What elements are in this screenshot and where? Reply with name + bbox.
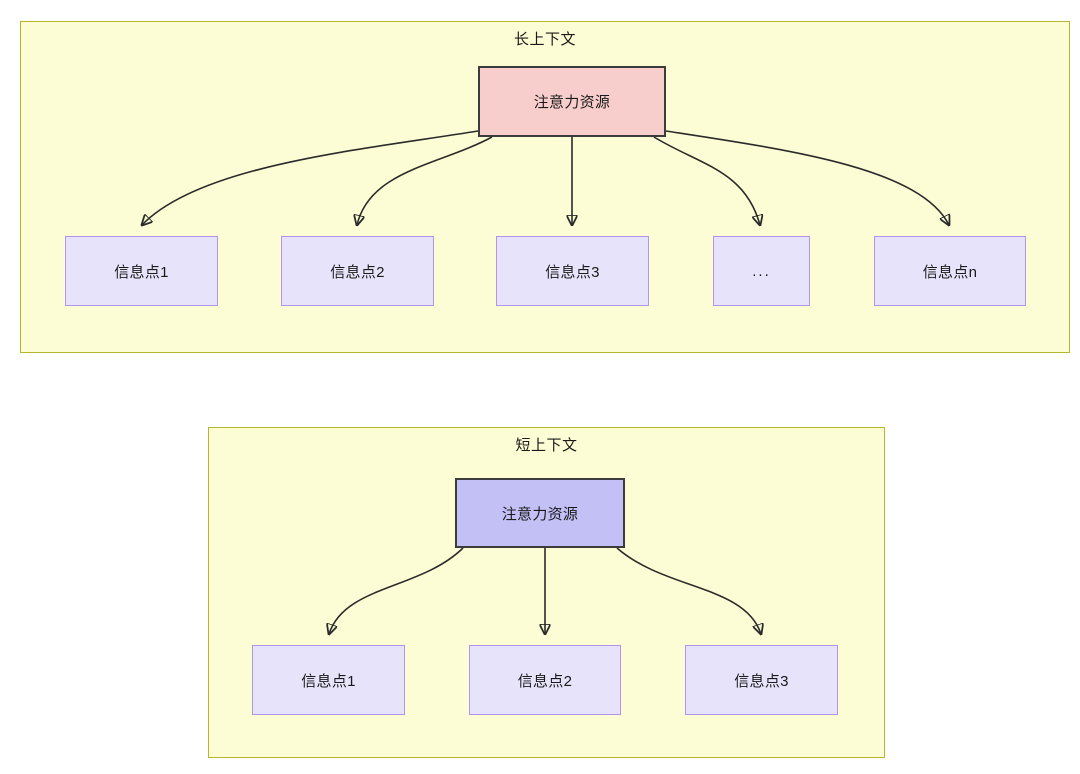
node-label: 注意力资源 [501,505,579,523]
node-label: ... [752,262,771,280]
node-label: 信息点2 [330,263,385,281]
node-info-point-1-short[interactable]: 信息点1 [252,645,405,715]
node-info-point-n-long[interactable]: 信息点n [874,236,1026,306]
node-info-point-2-short[interactable]: 信息点2 [469,645,621,715]
node-label: 信息点1 [301,672,356,690]
node-info-point-2-long[interactable]: 信息点2 [281,236,434,306]
panel-long-context-title: 长上下文 [513,31,576,48]
node-info-point-3-long[interactable]: 信息点3 [496,236,649,306]
node-label: 注意力资源 [533,94,611,111]
node-attention-resource-short[interactable]: 注意力资源 [455,478,625,548]
node-label: 信息点1 [114,263,169,281]
node-info-point-3-short[interactable]: 信息点3 [685,645,838,715]
node-attention-resource-long[interactable]: 注意力资源 [478,66,666,137]
panel-short-context-title: 短上下文 [515,437,578,454]
node-label: 信息点3 [734,672,789,690]
node-label: 信息点2 [517,672,573,690]
node-info-point-1-long[interactable]: 信息点1 [65,236,218,306]
node-info-point-ellipsis-long[interactable]: ... [713,236,810,306]
node-label: 信息点n [922,263,978,281]
node-label: 信息点3 [545,263,600,281]
